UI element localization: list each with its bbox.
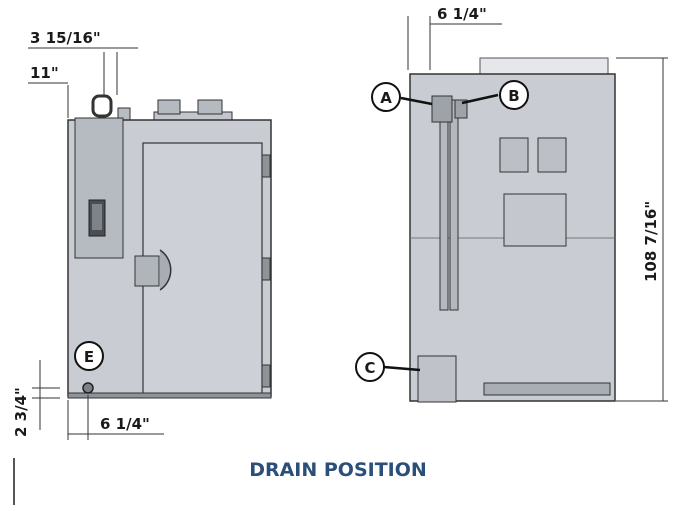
rear-base [483, 382, 611, 396]
hinge-top [261, 154, 271, 178]
svg-text:C: C [364, 359, 375, 377]
callout-leaders [383, 93, 499, 372]
dim-hood-side: 11" [30, 64, 59, 82]
electrical-box-right [537, 137, 567, 173]
dim-hood-top: 3 15/16" [30, 29, 101, 47]
diagram-title: DRAIN POSITION [249, 459, 427, 481]
control-panel [74, 117, 124, 259]
dim-drain-offset-front: 6 1/4" [100, 415, 150, 433]
valve-b [454, 99, 468, 119]
dim-base-height: 2 3/4" [12, 387, 30, 437]
base-plate [67, 392, 272, 399]
dimension-lines [13, 16, 668, 505]
pipe-vertical [439, 99, 449, 311]
lifting-eye [91, 94, 113, 118]
electrical-box-left [499, 137, 529, 173]
rear-view-unit [409, 57, 616, 403]
valve-a [431, 95, 453, 123]
svg-text:B: B [508, 87, 519, 105]
callout-c: C [355, 352, 385, 382]
drain-box-c [417, 355, 457, 403]
dim-rear-top-offset: 6 1/4" [437, 5, 487, 23]
callout-a: A [371, 82, 401, 112]
drain-outlet-e [82, 382, 94, 394]
svg-text:E: E [84, 348, 94, 366]
junction-panel [503, 193, 567, 247]
hinge-bottom [261, 364, 271, 388]
rear-top-extension [479, 57, 609, 75]
hinge-mid [261, 257, 271, 281]
callout-e: E [74, 341, 104, 371]
dim-overall-height: 108 7/16" [642, 201, 660, 282]
svg-text:A: A [380, 89, 392, 107]
front-view-unit [67, 94, 272, 399]
callout-b: B [499, 80, 529, 110]
door-handle [134, 249, 172, 291]
